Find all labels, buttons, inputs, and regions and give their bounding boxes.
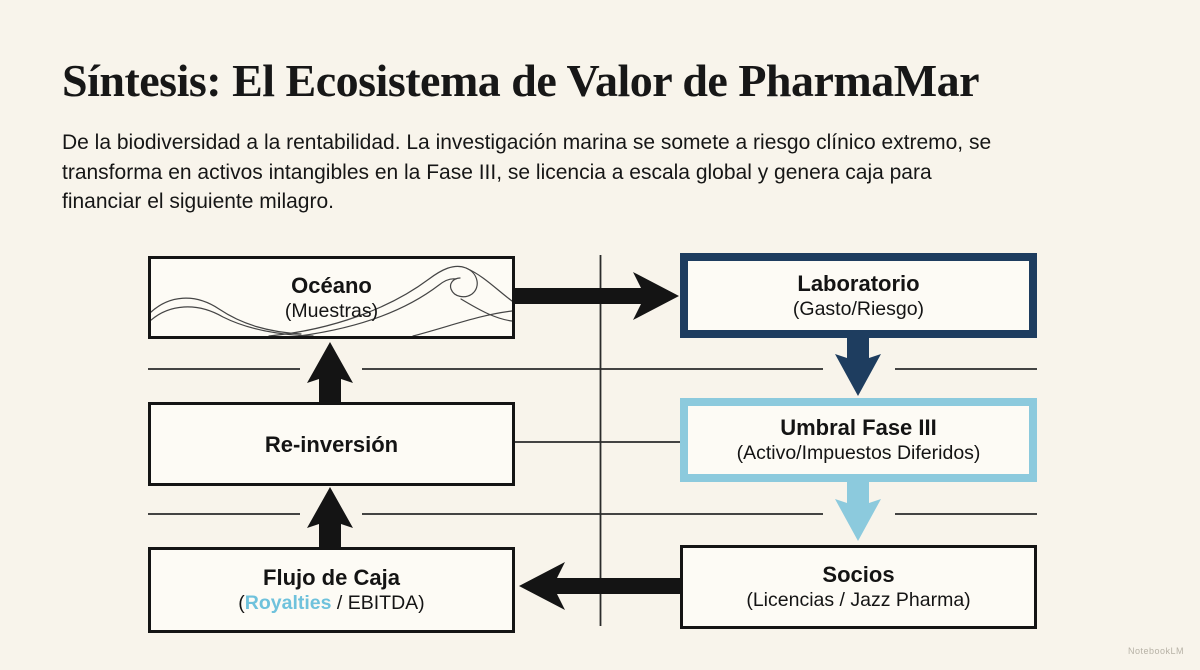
page-subtitle: De la biodiversidad a la rentabilidad. L… [62,128,991,217]
node-laboratorio: Laboratorio (Gasto/Riesgo) [680,253,1037,338]
node-oceano-title: Océano [291,272,372,298]
flujo-sub-open: ( [238,592,245,614]
arrow-reinversion-to-oceano [307,342,353,402]
wave-icon [151,265,512,336]
flujo-sub-rest: / EBITDA) [331,592,425,614]
node-flujo-title: Flujo de Caja [263,565,400,590]
arrow-oceano-to-laboratorio [515,272,679,320]
node-socios-title: Socios [822,562,895,587]
node-oceano: Océano (Muestras) [148,256,515,339]
node-umbral-subtitle: (Activo/Impuestos Diferidos) [736,442,981,464]
arrow-flujo-to-reinversion [307,487,353,547]
arrow-umbral-to-socios [835,482,881,541]
watermark: NotebookLM [1127,646,1184,656]
node-umbral: Umbral Fase III (Activo/Impuestos Diferi… [680,398,1037,482]
node-laboratorio-title: Laboratorio [797,270,920,296]
node-flujo-subtitle: (Royalties / EBITDA) [238,591,424,616]
subtitle-line-2: transforma en activos intangibles en la … [62,160,932,184]
node-socios-subtitle: (Licencias / Jazz Pharma) [746,589,971,611]
node-flujo: Flujo de Caja (Royalties / EBITDA) [148,547,515,633]
subtitle-line-3: financiar el siguiente milagro. [62,190,334,213]
arrow-socios-to-flujo [519,562,683,610]
flujo-sub-royalties: Royalties [244,592,332,614]
node-laboratorio-subtitle: (Gasto/Riesgo) [792,297,925,320]
node-reinversion-title: Re-inversión [264,431,399,457]
subtitle-line-1: De la biodiversidad a la rentabilidad. L… [62,131,992,154]
node-reinversion: Re-inversión [148,402,515,486]
node-umbral-title: Umbral Fase III [780,415,937,440]
page-title: Síntesis: El Ecosistema de Valor de Phar… [62,55,980,106]
node-socios: Socios (Licencias / Jazz Pharma) [680,545,1037,629]
node-oceano-subtitle: (Muestras) [284,299,379,322]
arrow-laboratorio-to-umbral [835,337,881,396]
